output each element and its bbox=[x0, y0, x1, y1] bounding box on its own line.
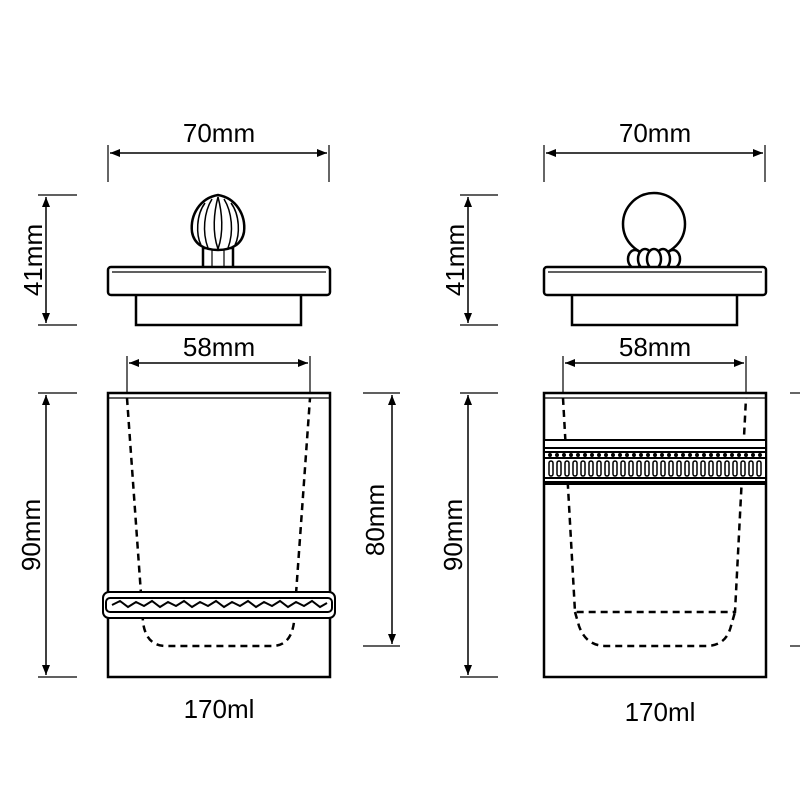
left-lid-height-dimension: 41mm bbox=[18, 194, 77, 326]
band-bead bbox=[688, 453, 692, 457]
right-lid-height-label: 41mm bbox=[440, 224, 470, 296]
right-lid-knob bbox=[621, 191, 687, 271]
right-body-height-label: 90mm bbox=[438, 499, 468, 571]
band-column bbox=[716, 460, 722, 477]
band-bead bbox=[716, 453, 720, 457]
right-lid bbox=[542, 265, 768, 327]
band-column bbox=[572, 460, 578, 477]
band-column bbox=[564, 460, 570, 477]
right-band-column-row bbox=[548, 460, 762, 477]
left-inner-width-label: 58mm bbox=[183, 332, 255, 362]
band-column bbox=[644, 460, 650, 477]
left-capacity-label: 170ml bbox=[184, 694, 255, 724]
band-column bbox=[692, 460, 698, 477]
band-bead bbox=[604, 453, 608, 457]
left-body-height-label: 90mm bbox=[16, 499, 46, 571]
band-column bbox=[700, 460, 706, 477]
band-bead bbox=[695, 453, 699, 457]
right-lid-width-label: 70mm bbox=[619, 118, 691, 148]
band-bead bbox=[737, 453, 741, 457]
left-body-height-dimension: 90mm bbox=[16, 392, 77, 678]
left-inner-height-label: 80mm bbox=[360, 484, 390, 556]
right-jar-body bbox=[542, 391, 768, 679]
band-column bbox=[548, 460, 554, 477]
band-bead bbox=[744, 453, 748, 457]
band-column bbox=[756, 460, 762, 477]
band-bead bbox=[597, 453, 601, 457]
band-column bbox=[708, 460, 714, 477]
band-bead bbox=[667, 453, 671, 457]
right-inner-width-dimension: 58mm bbox=[562, 332, 747, 392]
band-bead bbox=[590, 453, 594, 457]
right-capacity-label: 170ml bbox=[625, 697, 696, 727]
band-column bbox=[732, 460, 738, 477]
band-column bbox=[604, 460, 610, 477]
left-inner-height-dimension: 80mm bbox=[360, 392, 400, 647]
right-decorative-band bbox=[543, 439, 767, 483]
band-bead bbox=[758, 453, 762, 457]
band-column bbox=[628, 460, 634, 477]
left-lid bbox=[106, 265, 332, 327]
band-bead bbox=[583, 453, 587, 457]
band-bead bbox=[569, 453, 573, 457]
band-column bbox=[660, 460, 666, 477]
band-bead bbox=[611, 453, 615, 457]
band-column bbox=[684, 460, 690, 477]
band-column bbox=[652, 460, 658, 477]
left-lid-height-label: 41mm bbox=[18, 224, 48, 296]
band-bead bbox=[562, 453, 566, 457]
left-inner-width-dimension: 58mm bbox=[126, 332, 311, 392]
right-lid-width-dimension: 70mm bbox=[543, 118, 766, 182]
band-bead bbox=[576, 453, 580, 457]
band-column bbox=[740, 460, 746, 477]
band-bead bbox=[625, 453, 629, 457]
left-lid-width-label: 70mm bbox=[183, 118, 255, 148]
band-bead bbox=[548, 453, 552, 457]
left-lid-width-dimension: 70mm bbox=[107, 118, 330, 182]
band-bead bbox=[555, 453, 559, 457]
band-bead bbox=[674, 453, 678, 457]
band-bead bbox=[639, 453, 643, 457]
right-inner-width-label: 58mm bbox=[619, 332, 691, 362]
band-bead bbox=[681, 453, 685, 457]
band-bead bbox=[709, 453, 713, 457]
left-jar: 70mm 41mm bbox=[16, 118, 400, 724]
band-bead bbox=[632, 453, 636, 457]
right-band-bead-row bbox=[548, 453, 762, 457]
left-lid-knob bbox=[190, 193, 246, 270]
band-column bbox=[620, 460, 626, 477]
band-bead bbox=[646, 453, 650, 457]
band-bead bbox=[723, 453, 727, 457]
right-lid-height-dimension: 41mm bbox=[440, 194, 498, 326]
band-column bbox=[588, 460, 594, 477]
band-bead bbox=[751, 453, 755, 457]
left-decorative-band bbox=[102, 591, 336, 619]
band-bead bbox=[653, 453, 657, 457]
band-column bbox=[676, 460, 682, 477]
band-bead bbox=[618, 453, 622, 457]
band-column bbox=[612, 460, 618, 477]
band-column bbox=[724, 460, 730, 477]
left-jar-body bbox=[102, 391, 336, 679]
right-jar: 70mm 41mm 58mm bbox=[438, 118, 800, 727]
band-column bbox=[636, 460, 642, 477]
band-column bbox=[580, 460, 586, 477]
band-column bbox=[596, 460, 602, 477]
band-bead bbox=[660, 453, 664, 457]
band-bead bbox=[730, 453, 734, 457]
band-column bbox=[748, 460, 754, 477]
band-column bbox=[668, 460, 674, 477]
band-bead bbox=[702, 453, 706, 457]
right-body-height-dimension: 90mm bbox=[438, 392, 498, 678]
band-column bbox=[556, 460, 562, 477]
